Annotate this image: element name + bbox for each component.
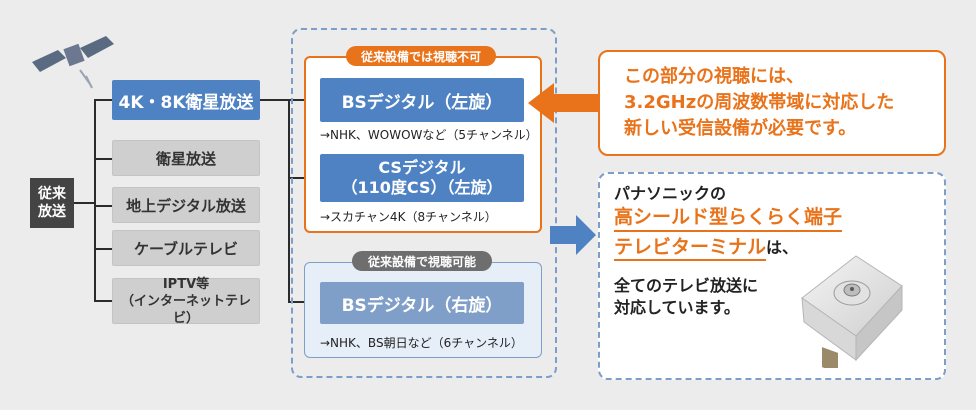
callout-line-1: この部分の視聴には、 (624, 66, 804, 87)
conventional-broadcast-label: 従来 放送 (30, 178, 74, 228)
product-highlight-2-row: テレビターミナルは、 (614, 232, 799, 261)
product-highlight-2: テレビターミナル (614, 236, 767, 261)
product-line-5: 対応しています。 (614, 298, 740, 317)
product-box (598, 172, 946, 380)
bs-right-note: →NHK、BS朝日など（6チャンネル） (320, 336, 523, 350)
terminal-product-image (801, 255, 903, 368)
product-line-4: 全てのテレビ放送に (614, 276, 759, 295)
product-highlight-1: 高シールド型らくらく端子 (614, 202, 843, 232)
satellite-icon (32, 36, 114, 89)
bs-right-box: BSデジタル（右旋） (320, 282, 524, 324)
bs-left-box: BSデジタル（左旋） (320, 78, 524, 122)
dashed-group-border (291, 28, 557, 378)
arrow-right-icon (550, 215, 596, 255)
branch-4k8k (94, 99, 112, 101)
callout-box: この部分の視聴には、 3.2GHzの周波数帯域に対応した 新しい受信設備が必要で… (598, 50, 946, 156)
callout-line-3: 新しい受信設備が必要です。 (624, 118, 857, 139)
product-highlight-2-suffix: は、 (766, 238, 799, 257)
left-item-iptv: IPTV等 （インターネットテレビ） (112, 277, 260, 326)
branch-cable (94, 248, 112, 250)
tree-root-line (74, 202, 94, 204)
blue-group-tag: 従来設備で視聴可能 (352, 251, 492, 271)
connector-main (260, 99, 290, 101)
tree-trunk-line (94, 99, 96, 301)
callout-line-2: 3.2GHzの周波数帯域に対応した (624, 92, 895, 113)
left-item-terrestrial: 地上デジタル放送 (112, 187, 260, 223)
left-item-satellite: 衛星放送 (112, 140, 260, 176)
branch-iptv (94, 300, 112, 302)
arrow-left-icon (528, 83, 600, 123)
4k8k-satellite-box: 4K・8K衛星放送 (112, 80, 260, 120)
cs-left-box: CSデジタル （110度CS）（左旋） (320, 154, 524, 202)
left-item-cable: ケーブルテレビ (112, 230, 260, 266)
branch-terrestrial (94, 205, 112, 207)
cs-left-note: →スカチャン4K（8チャンネル） (320, 210, 497, 224)
connector-vertical (288, 99, 290, 303)
orange-group-tag: 従来設備では視聴不可 (346, 46, 496, 66)
bs-left-note: →NHK、WOWOWなど（5チャンネル） (320, 128, 538, 142)
product-line-1: パナソニックの (614, 184, 727, 203)
branch-satellite (94, 158, 112, 160)
